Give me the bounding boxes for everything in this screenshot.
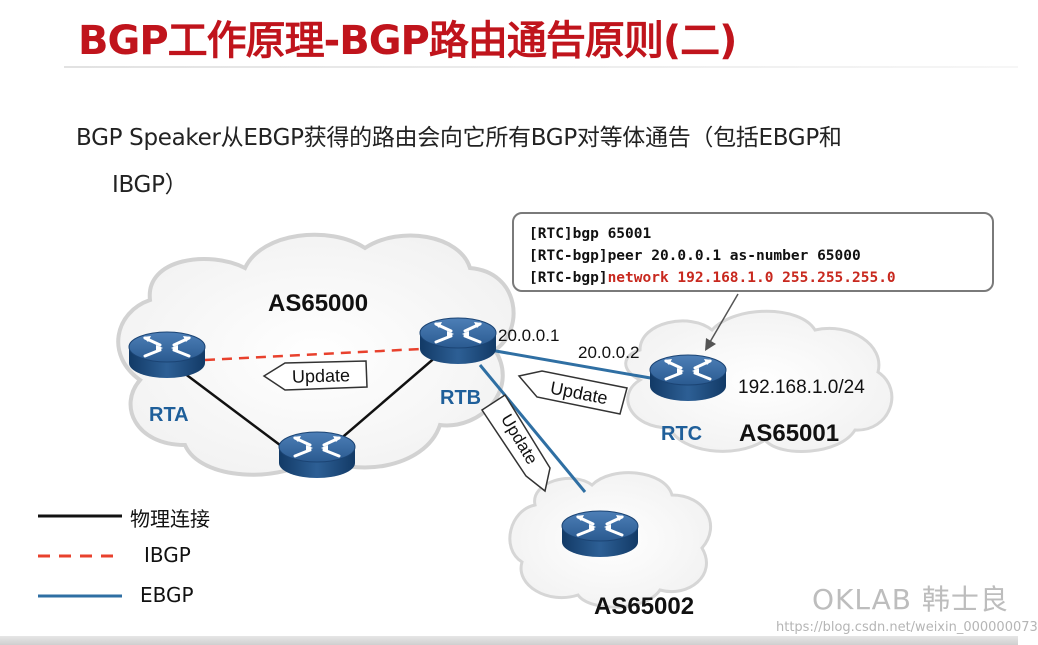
router-rtb-label: RTB (440, 387, 481, 409)
ibgp-link-rta-rtb (204, 347, 421, 362)
ip-rtc-label: 20.0.0.2 (578, 343, 639, 362)
ebgp-link-rtb-as65002 (478, 364, 587, 493)
legend-ibgp-label: IBGP (144, 543, 191, 567)
callout-arrowhead (705, 338, 716, 351)
config-line-3: [RTC-bgp]network 192.168.1.0 255.255.255… (529, 267, 992, 289)
as65001-cloud (624, 309, 894, 453)
update-arrow-to-rta: Update (262, 360, 368, 391)
update-arrow-from-rtc: Update (517, 370, 628, 415)
config-line-2: [RTC-bgp]peer 20.0.0.1 as-number 65000 (529, 248, 861, 264)
ip-rtb-label: 20.0.0.1 (498, 326, 559, 345)
slide-title: BGP工作原理-BGP路由通告原则(二) (78, 18, 737, 64)
watermark-url: https://blog.csdn.net/weixin_000000073 (776, 620, 1038, 635)
body-text-line-1: BGP Speaker从EBGP获得的路由会向它所有BGP对等体通告（包括EBG… (76, 125, 842, 151)
legend-ebgp-label: EBGP (140, 583, 194, 607)
watermark-brand: OKLAB 韩士良 (812, 583, 1009, 616)
bottom-band (0, 636, 1018, 645)
router-rtc-label: RTC (661, 423, 702, 445)
update-label-1: Update (292, 365, 351, 387)
body-text-line-2: IBGP） (112, 172, 188, 198)
ebgp-link-rtb-rtc (489, 348, 663, 382)
router-rtc-icon (648, 353, 728, 403)
router-rta-label: RTA (149, 404, 189, 426)
legend-physical-label: 物理连接 (130, 507, 210, 531)
as65000-label: AS65000 (268, 290, 368, 317)
router-center-icon (277, 430, 357, 480)
router-rta-icon (127, 330, 207, 380)
as65002-label: AS65002 (594, 593, 694, 620)
config-line-3-prefix: [RTC-bgp] (529, 270, 608, 286)
physical-link-rta-center (167, 360, 301, 461)
config-line-1: [RTC]bgp 65001 (529, 226, 652, 242)
network-prefix-label: 192.168.1.0/24 (738, 377, 865, 398)
callout-pointer (709, 293, 739, 343)
rtc-config-callout: [RTC]bgp 65001 [RTC-bgp]peer 20.0.0.1 as… (512, 212, 994, 292)
title-divider (64, 66, 1018, 68)
config-line-3-command: network 192.168.1.0 255.255.255.0 (607, 270, 896, 286)
router-rtb-icon (418, 316, 498, 366)
router-as65002-icon (560, 509, 640, 559)
as65001-label: AS65001 (739, 420, 839, 447)
